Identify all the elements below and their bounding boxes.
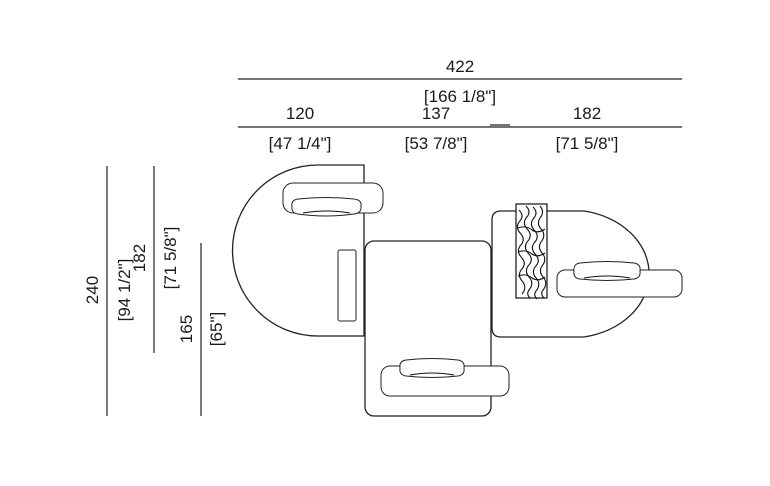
depth-small-in: [65"] [207,312,226,346]
left-module-backrest [337,249,357,322]
right-pillow-seam [583,275,631,279]
depth-mid-in: [71 5/8"] [161,227,180,290]
middle-pillow-seam [409,372,455,376]
module-right-cm: 182 [573,104,601,123]
depth-mid-cm: 182 [130,244,149,272]
module-right-in: [71 5/8"] [556,134,619,153]
depth-small-cm: 165 [177,315,196,343]
pattern-cross-1 [517,226,546,233]
module-left-cm: 120 [286,104,314,123]
middle-module [364,240,510,417]
module-middle-cm: 137 [422,104,450,123]
left-module-pillow [291,197,362,217]
right-module-pillow [573,261,641,281]
overall-depth-cm: 240 [83,276,102,304]
pattern-wave-3 [530,206,540,300]
middle-module-pillow [399,358,465,378]
right-module [491,203,683,338]
pattern-wave-2 [523,205,533,299]
overall-width-cm: 422 [446,57,474,76]
pattern-cross-3 [517,274,546,281]
module-left-in: [47 1/4"] [269,134,332,153]
left-pillow-seam [302,210,351,214]
pattern-cross-2 [517,250,546,257]
left-module [231,164,384,337]
overall-width-in: [166 1/8"] [424,87,496,106]
module-middle-in: [53 7/8"] [405,134,468,153]
overall-depth-in: [94 1/2"] [115,259,134,322]
